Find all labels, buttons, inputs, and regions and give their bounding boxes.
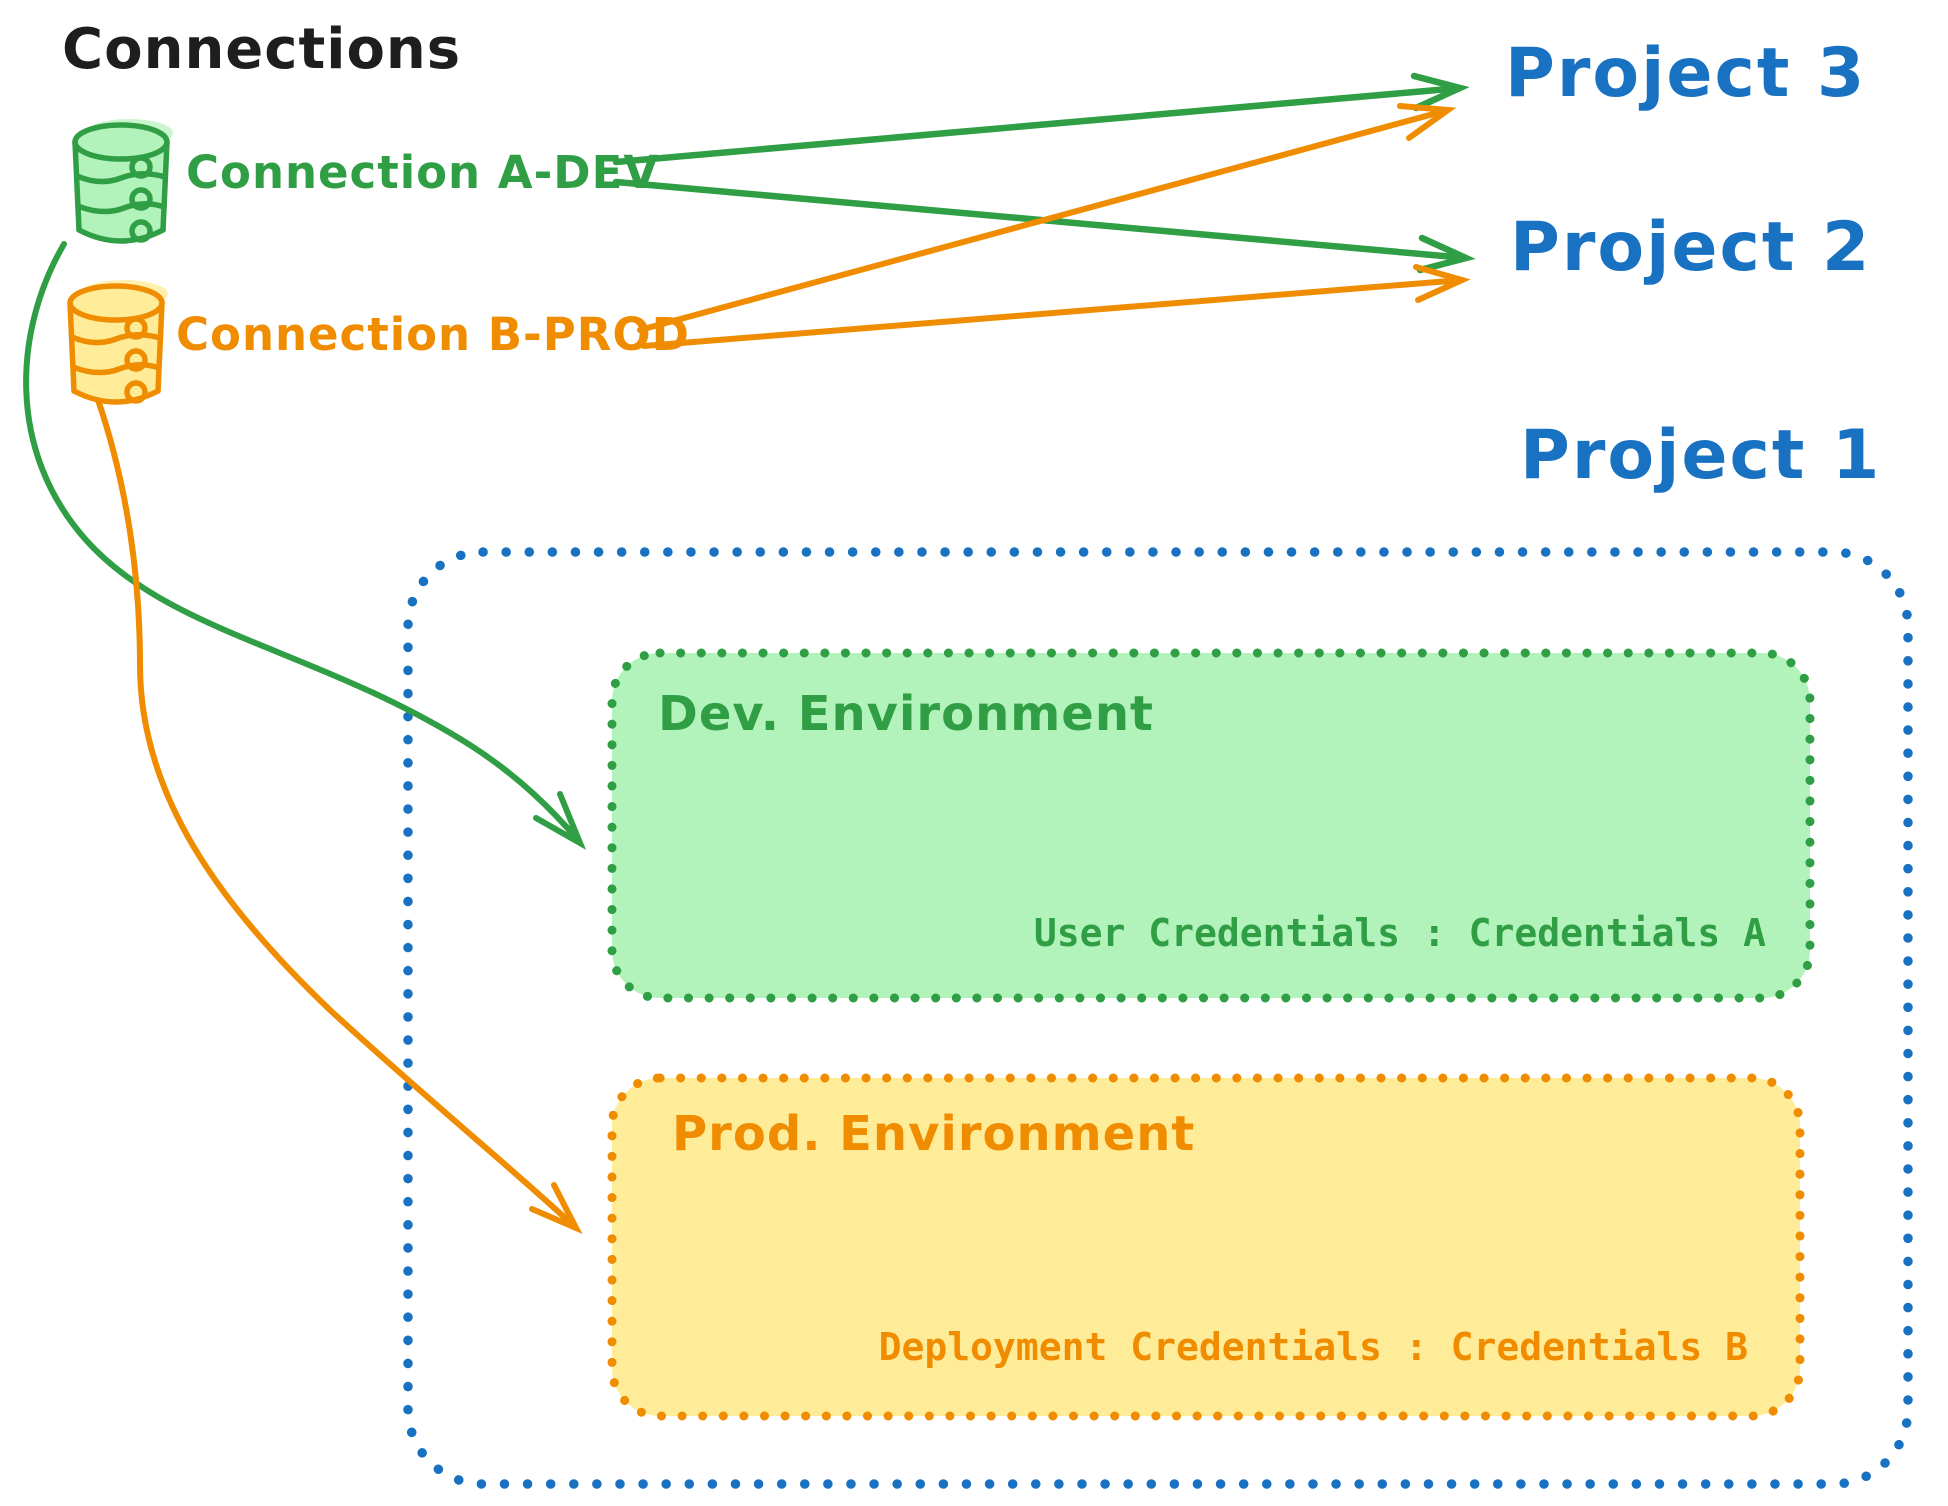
- dev-credentials-text: User Credentials : Credentials A: [1033, 911, 1766, 955]
- prod-environment-title: Prod. Environment: [672, 1106, 1196, 1162]
- connection-bprod-label: Connection B-PROD: [176, 308, 690, 361]
- prod-credentials-text: Deployment Credentials : Credentials B: [878, 1325, 1748, 1369]
- arrow-bprod-to-prod-environment: [95, 397, 583, 1235]
- dev-environment-title: Dev. Environment: [658, 686, 1154, 742]
- database-icon-bprod: [67, 280, 168, 405]
- prod-environment-box: [607, 1073, 1805, 1421]
- project2-label: Project 2: [1510, 208, 1872, 287]
- arrow-adev-to-project2: [612, 178, 1476, 274]
- diagram-title: Connections: [62, 17, 462, 82]
- database-icon-adev: [72, 119, 173, 244]
- dev-environment-box: [607, 648, 1815, 1003]
- connection-adev-label: Connection A-DEV: [186, 146, 660, 199]
- arrow-bprod-to-project2: [641, 264, 1471, 349]
- project1-label: Project 1: [1520, 416, 1882, 495]
- arrow-adev-to-dev-environment: [23, 241, 587, 850]
- project3-label: Project 3: [1505, 34, 1867, 113]
- arrow-bprod-to-project3: [637, 103, 1457, 333]
- project1-container-box: [403, 547, 1913, 1489]
- arrow-adev-to-project3: [612, 72, 1470, 166]
